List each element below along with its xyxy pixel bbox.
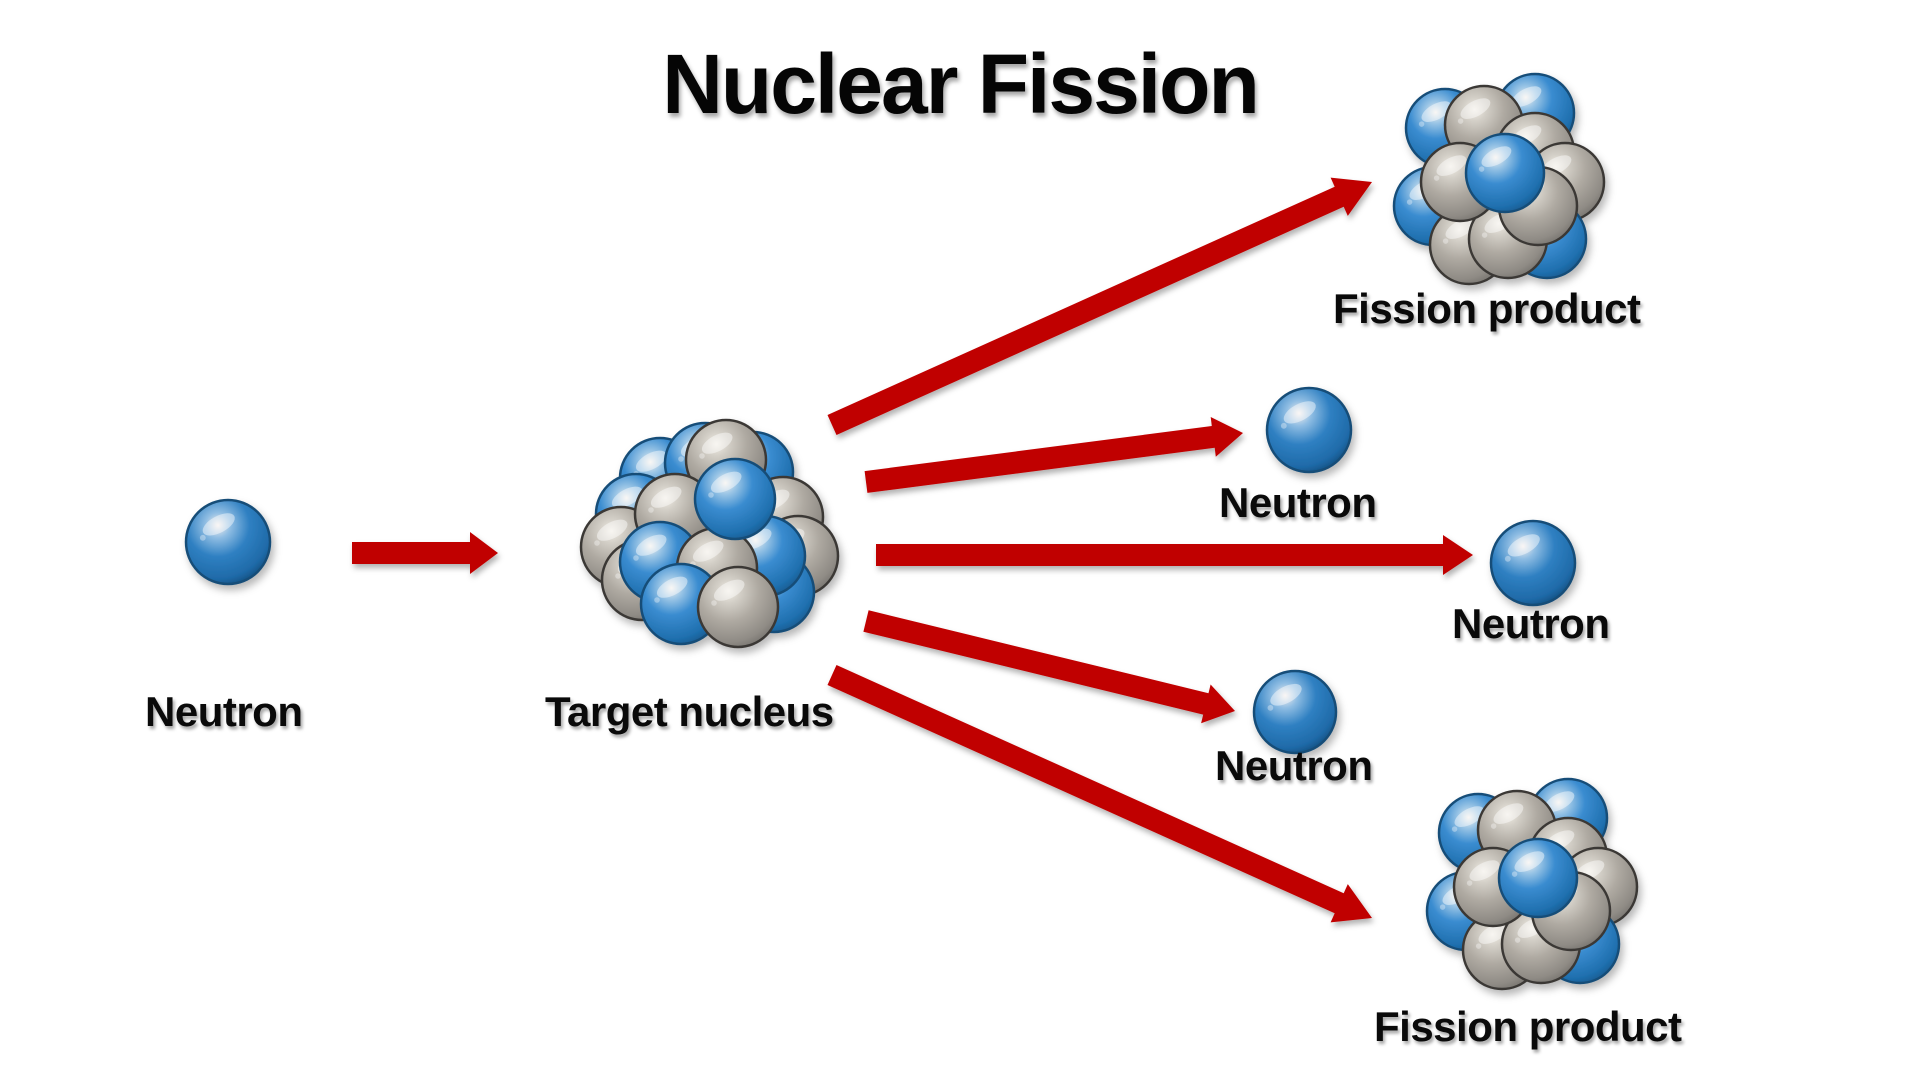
label-neutron-3: Neutron: [1215, 742, 1373, 789]
highlight: [202, 513, 235, 536]
arrow-to-fission-product-bottom: [827, 665, 1372, 923]
glint: [199, 534, 206, 541]
arrows-layer: [352, 177, 1473, 923]
glint: [1466, 880, 1473, 886]
glint: [678, 456, 684, 462]
glint: [1442, 238, 1449, 244]
highlight: [692, 540, 724, 562]
glint: [1457, 118, 1464, 124]
glint: [1490, 823, 1497, 829]
proton-particle: [1265, 386, 1353, 474]
arrow-neutron-to-nucleus: [352, 532, 498, 574]
neutron-2: [1489, 519, 1577, 607]
label-neutron-2: Neutron: [1452, 600, 1610, 647]
highlight: [1283, 401, 1316, 424]
highlight: [710, 471, 742, 493]
neutron-1: [1265, 386, 1353, 474]
diagram-title: Nuclear Fission: [662, 37, 1260, 131]
highlight: [1493, 803, 1524, 824]
glint: [648, 507, 654, 513]
glint: [1511, 871, 1518, 877]
label-fission-product-top: Fission product: [1333, 285, 1641, 332]
glint: [1514, 937, 1521, 943]
glint: [1504, 555, 1511, 562]
highlight: [656, 576, 688, 598]
highlight: [1270, 683, 1302, 706]
proton-particle: [1497, 837, 1579, 919]
highlight: [1544, 791, 1575, 812]
highlight: [1478, 923, 1509, 944]
glint: [1481, 232, 1488, 238]
highlight: [650, 486, 682, 508]
glint: [708, 492, 714, 498]
proton-particle: [1252, 669, 1338, 755]
highlight: [1511, 86, 1542, 107]
glint: [633, 555, 639, 561]
incoming-neutron: [184, 498, 272, 586]
glint: [1280, 422, 1287, 429]
arrow-to-neutron-2: [876, 535, 1473, 575]
glint: [711, 600, 717, 606]
highlight: [596, 519, 628, 541]
highlight: [1436, 155, 1467, 176]
highlight: [635, 450, 667, 472]
label-target-nucleus: Target nucleus: [545, 688, 834, 735]
highlight: [1469, 860, 1500, 881]
label-fission-product-bottom: Fission product: [1374, 1003, 1682, 1050]
glint: [1418, 121, 1425, 127]
arrow-to-fission-product-top: [827, 177, 1372, 435]
highlight: [1421, 101, 1452, 122]
label-incoming-neutron: Neutron: [145, 688, 303, 735]
fission-product-top: [1392, 72, 1606, 286]
neutron-3: [1252, 669, 1338, 755]
glint: [1406, 199, 1413, 205]
highlight: [1454, 806, 1485, 827]
highlight: [611, 486, 643, 508]
highlight: [1514, 851, 1545, 872]
glint: [1475, 943, 1482, 949]
arrow-to-neutron-3: [863, 610, 1235, 724]
glint: [1433, 175, 1440, 181]
proton-particle: [1464, 132, 1546, 214]
arrow-to-neutron-1: [864, 417, 1243, 493]
highlight: [1460, 98, 1491, 119]
highlight: [701, 432, 733, 454]
proton-particle: [693, 457, 777, 541]
label-neutron-1: Neutron: [1219, 479, 1377, 526]
proton-particle: [184, 498, 272, 586]
glint: [654, 597, 660, 603]
highlight: [1445, 218, 1476, 239]
particles-layer: [184, 72, 1639, 991]
target-nucleus: [579, 418, 840, 649]
glint: [699, 453, 705, 459]
fission-product-bottom: [1425, 777, 1639, 991]
highlight: [635, 534, 667, 556]
glint: [615, 573, 621, 579]
neutron-particle: [696, 565, 780, 649]
glint: [1439, 904, 1446, 910]
glint: [1478, 166, 1485, 172]
glint: [1451, 826, 1458, 832]
proton-particle: [1489, 519, 1577, 607]
glint: [1267, 705, 1274, 711]
glint: [594, 540, 600, 546]
highlight: [1507, 534, 1540, 557]
highlight: [1481, 146, 1512, 167]
highlight: [713, 579, 745, 601]
